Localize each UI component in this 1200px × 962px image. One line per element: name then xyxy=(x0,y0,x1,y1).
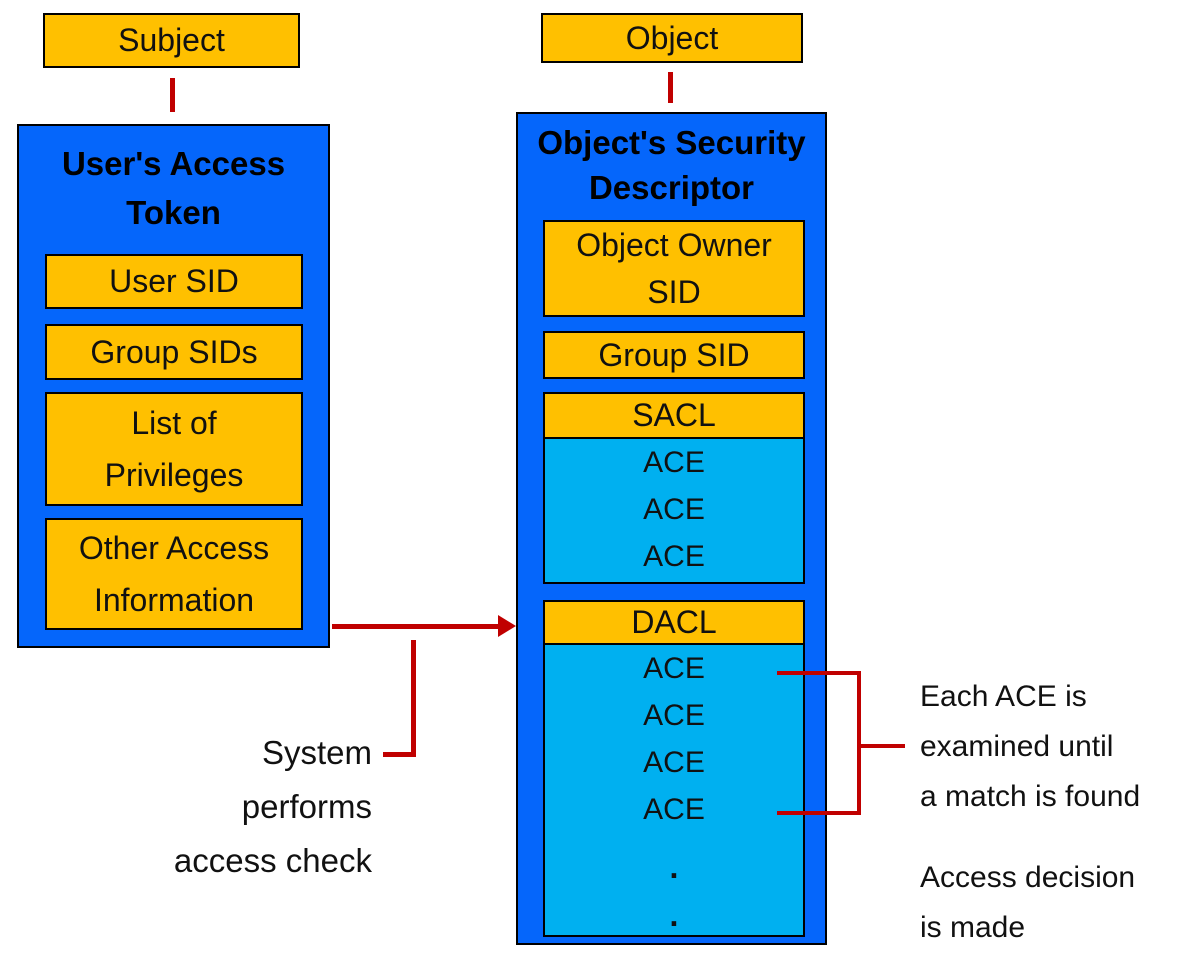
decision-note-line1: Access decision xyxy=(920,861,1136,894)
sacl-ace-entry: ACE xyxy=(643,539,705,573)
system-note-line3: access check xyxy=(173,842,372,879)
privileges-label-line1: List of xyxy=(131,405,217,441)
object-label: Object xyxy=(625,19,719,56)
sacl-ace-list: ACE ACE ACE xyxy=(545,439,803,582)
ace-bracket-top-line xyxy=(777,671,861,675)
sacl-header: SACL xyxy=(545,394,803,439)
object-box: Object xyxy=(541,13,803,63)
descriptor-title: Object's Security Descriptor xyxy=(518,120,825,210)
decision-note-line2: is made xyxy=(920,911,1026,944)
each-ace-note-line2: examined until xyxy=(920,730,1114,763)
object-descriptor-connector-line xyxy=(668,72,673,103)
sacl-ace-entry: ACE xyxy=(643,492,705,526)
group-sid-label: Group SID xyxy=(598,336,750,373)
each-ace-examined-note: Each ACE is examined until a match is fo… xyxy=(920,672,1140,822)
ace-bracket-stem-line xyxy=(861,744,905,748)
system-note-line1: System xyxy=(261,734,372,771)
security-descriptor-box: Object's Security Descriptor Object Owne… xyxy=(516,112,827,945)
subject-token-connector-line xyxy=(170,78,175,112)
owner-sid-label-line2: SID xyxy=(647,273,701,310)
access-check-arrow-shaft xyxy=(332,624,502,629)
user-sid-box: User SID xyxy=(45,254,303,309)
token-title: User's Access Token xyxy=(19,139,328,237)
group-sids-label: Group SIDs xyxy=(90,333,258,370)
owner-sid-label-line1: Object Owner xyxy=(576,226,772,263)
sacl-block: SACL ACE ACE ACE xyxy=(543,392,805,584)
dacl-ellipsis-dot: . xyxy=(669,848,679,885)
dacl-ace-entry: ACE xyxy=(643,792,705,826)
each-ace-note-line3: a match is found xyxy=(920,780,1141,813)
user-sid-label: User SID xyxy=(109,263,239,299)
object-owner-sid-box: Object Owner SID xyxy=(543,220,805,317)
group-sid-box: Group SID xyxy=(543,331,805,379)
dacl-ace-entry: ACE xyxy=(643,745,705,779)
dacl-ace-list: ACE ACE ACE ACE . . xyxy=(545,645,803,935)
user-access-token-box: User's Access Token User SID Group SIDs … xyxy=(17,124,330,648)
descriptor-title-line1: Object's Security xyxy=(537,124,806,161)
system-performs-access-check-note: System performs access check xyxy=(120,726,372,888)
subject-box: Subject xyxy=(43,13,300,68)
group-sids-box: Group SIDs xyxy=(45,324,303,380)
access-check-arrow-head xyxy=(498,615,516,637)
sacl-ace-entry: ACE xyxy=(643,445,705,479)
list-of-privileges-box: List of Privileges xyxy=(45,392,303,506)
subject-label: Subject xyxy=(118,22,225,58)
system-note-line2: performs xyxy=(241,788,372,825)
dacl-header: DACL xyxy=(545,602,803,645)
dacl-ace-entry: ACE xyxy=(643,698,705,732)
token-title-line2: Token xyxy=(126,194,221,231)
system-connector-vertical-line xyxy=(411,640,416,757)
other-access-label-line2: Information xyxy=(93,582,255,618)
system-connector-horizontal-line xyxy=(383,752,415,757)
dacl-block: DACL ACE ACE ACE ACE . . xyxy=(543,600,805,937)
access-decision-note: Access decision is made xyxy=(920,853,1135,953)
each-ace-note-line1: Each ACE is xyxy=(920,680,1087,713)
token-title-line1: User's Access xyxy=(61,145,286,182)
other-access-label-line1: Other Access xyxy=(78,530,270,566)
dacl-ace-entry: ACE xyxy=(643,651,705,685)
privileges-label-line2: Privileges xyxy=(104,457,244,493)
ace-bracket-bottom-line xyxy=(777,811,861,815)
other-access-info-box: Other Access Information xyxy=(45,518,303,630)
descriptor-title-line2: Descriptor xyxy=(588,169,755,206)
ace-bracket-vertical-line xyxy=(857,671,861,815)
dacl-ellipsis-dot: . xyxy=(669,896,679,933)
